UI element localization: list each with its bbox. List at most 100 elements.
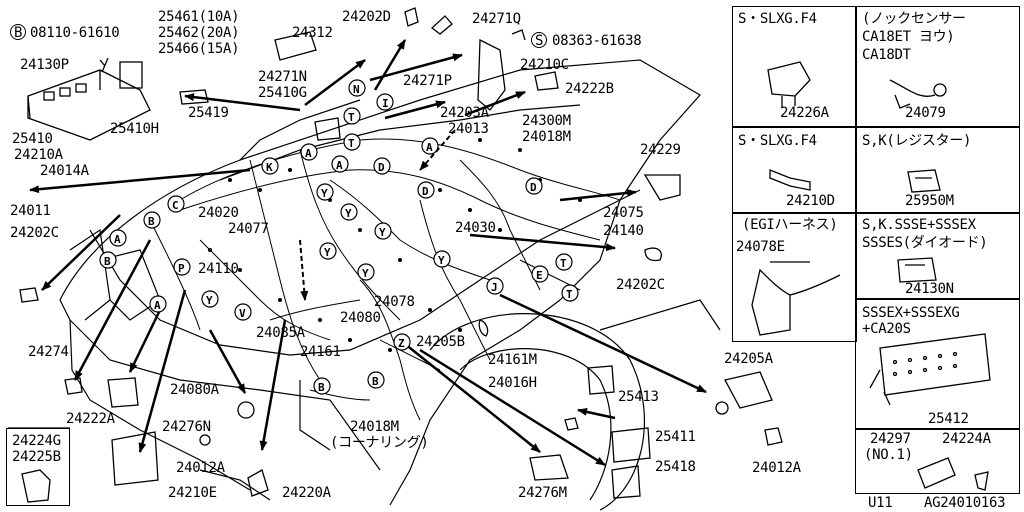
- label-24018m-top: 24018M: [522, 129, 571, 145]
- panel-24210d: [732, 126, 857, 214]
- callout-v: V: [239, 307, 246, 320]
- callout-b: B: [372, 375, 379, 388]
- callout-b: B: [318, 381, 325, 394]
- callout-j: J: [491, 281, 498, 294]
- label-24110: 24110: [198, 261, 239, 277]
- panel7-line2: +CA20S: [862, 321, 911, 337]
- callout-y: Y: [438, 254, 445, 267]
- panel4-title: S,K(レジスター): [862, 133, 972, 149]
- label-25410: 25410: [12, 131, 53, 147]
- label-24276m: 24276M: [518, 485, 567, 501]
- footer-code: AG24010163: [924, 495, 1006, 511]
- callout-n: N: [353, 83, 360, 96]
- bolt-mark-b-circle: [10, 24, 26, 40]
- label-24016h: 24016H: [488, 375, 537, 391]
- label-24080: 24080: [340, 310, 381, 326]
- panel8-part2: 24224A: [942, 431, 991, 447]
- label-25461: 25461(10A): [158, 9, 240, 25]
- inset-box-24224g: [6, 428, 70, 506]
- label-24276n: 24276N: [162, 419, 211, 435]
- callout-a: A: [305, 147, 312, 160]
- label-25418: 25418: [655, 459, 696, 475]
- label-24012a-right: 24012A: [752, 460, 801, 476]
- panel8-part1: 24297: [870, 431, 911, 447]
- panel2-title: (ノックセンサー: [862, 11, 966, 27]
- label-24225b: 24225B: [12, 449, 61, 465]
- label-24020: 24020: [198, 205, 239, 221]
- callout-t: T: [348, 111, 355, 124]
- callout-d: D: [378, 161, 385, 174]
- label-24202d: 24202D: [342, 9, 391, 25]
- panel6-title: S,K.SSSE+SSSEX: [862, 217, 976, 233]
- label-08110: 08110-61610: [30, 25, 120, 41]
- label-24130p: 24130P: [20, 57, 69, 73]
- label-24300m: 24300M: [522, 113, 571, 129]
- label-24220a: 24220A: [282, 485, 331, 501]
- callout-t: T: [560, 257, 567, 270]
- panel2-part: 24079: [905, 105, 946, 121]
- label-24222a: 24222A: [66, 411, 115, 427]
- panel1-title: S・SLXG.F4: [738, 11, 817, 27]
- label-25466: 25466(15A): [158, 41, 240, 57]
- label-24274: 24274: [28, 344, 69, 360]
- label-24312: 24312: [292, 25, 333, 41]
- label-24011: 24011: [10, 203, 51, 219]
- label-24202c-right: 24202C: [616, 277, 665, 293]
- panel2-line3: CA18DT: [862, 47, 911, 63]
- panel1-part: 24226A: [780, 105, 829, 121]
- callout-b: B: [148, 215, 155, 228]
- label-25410g: 25410G: [258, 85, 307, 101]
- label-24271p: 24271P: [403, 73, 452, 89]
- label-24271n: 24271N: [258, 69, 307, 85]
- label-24210a: 24210A: [14, 147, 63, 163]
- label-24203a: 24203A: [440, 105, 489, 121]
- label-24229: 24229: [640, 142, 681, 158]
- callout-y: Y: [362, 267, 369, 280]
- panel-25950m: [855, 126, 1020, 214]
- label-24202c-left: 24202C: [10, 225, 59, 241]
- label-24161m: 24161M: [488, 352, 537, 368]
- harness-wiring: [149, 138, 621, 421]
- callout-b: B: [104, 255, 111, 268]
- label-24224g: 24224G: [12, 433, 61, 449]
- panel-24226a: [732, 6, 857, 128]
- label-24075: 24075: [603, 205, 644, 221]
- leader-arrows: [29, 39, 707, 467]
- label-24210e: 24210E: [168, 485, 217, 501]
- label-24012a-left: 24012A: [176, 460, 225, 476]
- label-25419: 25419: [188, 105, 229, 121]
- label-24085a: 24085A: [256, 325, 305, 341]
- label-24271q: 24271Q: [472, 11, 521, 27]
- callout-z: Z: [398, 337, 405, 350]
- panel5-part: 24078E: [736, 239, 785, 255]
- label-24030: 24030: [455, 220, 496, 236]
- label-24210c: 24210C: [520, 57, 569, 73]
- label-24205a: 24205A: [724, 351, 773, 367]
- callout-y: Y: [345, 207, 352, 220]
- label-24013: 24013: [448, 121, 489, 137]
- callout-y: Y: [321, 187, 328, 200]
- panel3-part: 24210D: [786, 193, 835, 209]
- callout-circles: [99, 79, 579, 395]
- label-24077: 24077: [228, 221, 269, 237]
- panel8-note: (NO.1): [864, 447, 913, 463]
- label-24018m-bottom: 24018M: [350, 419, 399, 435]
- callout-d: D: [422, 185, 429, 198]
- label-cornering: (コーナリング): [330, 435, 429, 451]
- callout-t: T: [348, 137, 355, 150]
- panel-24297: [855, 428, 1020, 494]
- callout-a: A: [336, 159, 343, 172]
- panel2-line2: CA18ET ヨウ): [862, 29, 955, 45]
- label-24080a: 24080A: [170, 382, 219, 398]
- label-08363: 08363-61638: [552, 33, 642, 49]
- callout-a: A: [114, 233, 121, 246]
- panel-24130n: [855, 212, 1020, 300]
- callout-t: T: [566, 288, 573, 301]
- callout-p: P: [178, 262, 185, 275]
- callout-c: C: [172, 199, 179, 212]
- label-24078: 24078: [374, 294, 415, 310]
- callout-e: E: [536, 269, 543, 282]
- panel4-part: 25950M: [905, 193, 954, 209]
- label-24140: 24140: [603, 223, 644, 239]
